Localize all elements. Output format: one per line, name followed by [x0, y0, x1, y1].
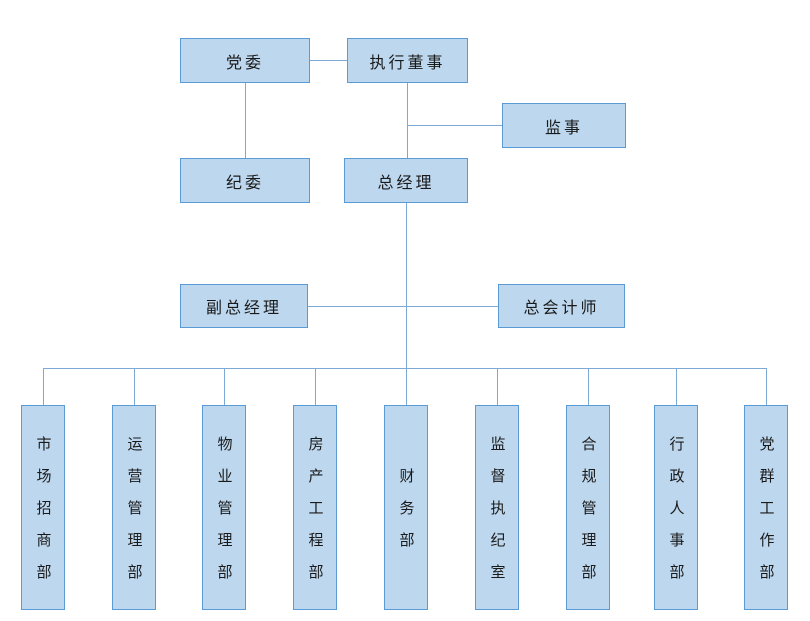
connector-drop-5 — [406, 368, 407, 405]
dept-compliance-management: 合规管理部 — [566, 405, 610, 610]
dept-party-masses-work-label: 党群工作部 — [757, 436, 775, 596]
node-deputy-general-manager: 副总经理 — [180, 284, 308, 328]
connector-drop-1 — [43, 368, 44, 405]
dept-finance-label: 财务部 — [397, 468, 415, 564]
node-party-committee-label: 党委 — [225, 54, 264, 72]
connector-executive-to-gm — [407, 83, 408, 158]
node-general-manager-label: 总经理 — [377, 174, 435, 192]
node-executive-director: 执行董事 — [347, 38, 468, 83]
connector-gm-trunk — [406, 203, 407, 368]
dept-admin-hr-label: 行政人事部 — [667, 436, 685, 596]
dept-compliance-management-label: 合规管理部 — [579, 436, 597, 596]
connector-drop-2 — [134, 368, 135, 405]
dept-property-management-label: 物业管理部 — [215, 436, 233, 596]
connector-party-to-discipline — [245, 83, 246, 158]
node-general-manager: 总经理 — [344, 158, 468, 203]
node-chief-accountant: 总会计师 — [498, 284, 625, 328]
dept-marketing-investment: 市场招商部 — [21, 405, 65, 610]
connector-drop-8 — [676, 368, 677, 405]
node-discipline-committee: 纪委 — [180, 158, 310, 203]
dept-supervision-discipline-office: 监督执纪室 — [475, 405, 519, 610]
connector-drop-3 — [224, 368, 225, 405]
dept-admin-hr: 行政人事部 — [654, 405, 698, 610]
connector-distribution-bar — [43, 368, 766, 369]
node-chief-accountant-label: 总会计师 — [523, 300, 600, 317]
connector-drop-6 — [497, 368, 498, 405]
dept-marketing-investment-label: 市场招商部 — [34, 436, 52, 596]
connector-drop-4 — [315, 368, 316, 405]
connector-party-to-executive — [310, 60, 347, 61]
connector-drop-9 — [766, 368, 767, 405]
node-supervisor-label: 监事 — [544, 119, 583, 137]
node-deputy-general-manager-label: 副总经理 — [205, 300, 282, 317]
dept-property-management: 物业管理部 — [202, 405, 246, 610]
connector-drop-7 — [588, 368, 589, 405]
dept-party-masses-work: 党群工作部 — [744, 405, 788, 610]
connector-deputy-to-accountant — [308, 306, 498, 307]
node-party-committee: 党委 — [180, 38, 310, 83]
connector-to-supervisor — [407, 125, 502, 126]
node-executive-director-label: 执行董事 — [369, 54, 446, 72]
dept-real-estate-engineering: 房产工程部 — [293, 405, 337, 610]
node-supervisor: 监事 — [502, 103, 626, 148]
dept-operations-management-label: 运营管理部 — [125, 436, 143, 596]
dept-supervision-discipline-office-label: 监督执纪室 — [488, 436, 506, 596]
node-discipline-committee-label: 纪委 — [225, 174, 264, 192]
dept-finance: 财务部 — [384, 405, 428, 610]
dept-real-estate-engineering-label: 房产工程部 — [306, 436, 324, 596]
dept-operations-management: 运营管理部 — [112, 405, 156, 610]
